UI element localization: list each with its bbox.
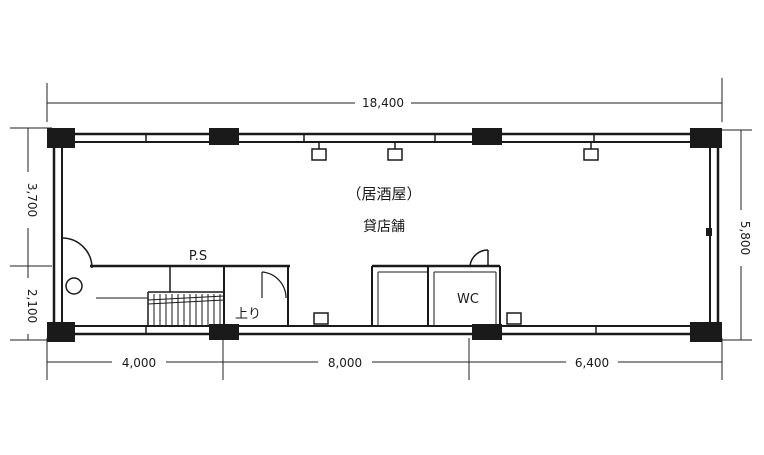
dim-bottom-mid: 8,000 bbox=[328, 356, 362, 370]
stair-block bbox=[90, 264, 290, 326]
exterior-walls bbox=[52, 132, 720, 336]
dim-bottom-right: 6,400 bbox=[575, 356, 609, 370]
wall-stub bbox=[706, 228, 712, 236]
dim-left-upper: 3,700 bbox=[25, 183, 39, 217]
entrance-door bbox=[61, 237, 93, 269]
dim-bottom-left: 4,000 bbox=[122, 356, 156, 370]
ps-label: P.S bbox=[189, 249, 207, 264]
dim-left-lower: 2,100 bbox=[25, 289, 39, 323]
stair-treads bbox=[153, 294, 221, 326]
wc-label: WC bbox=[457, 292, 479, 307]
main-room-label: （居酒屋） bbox=[346, 185, 421, 203]
dim-top-total: 18,400 bbox=[362, 96, 404, 110]
columns bbox=[47, 128, 722, 342]
wc-door bbox=[469, 249, 489, 267]
ceiling-fixtures bbox=[311, 148, 599, 325]
column-circle bbox=[65, 277, 83, 295]
fixture-stems bbox=[318, 142, 592, 149]
main-room-sub: 貸店舗 bbox=[363, 219, 405, 235]
stair-label: 上り bbox=[235, 307, 261, 322]
dim-right-total: 5,800 bbox=[738, 221, 752, 255]
wall-ticks bbox=[145, 134, 597, 334]
stair-door bbox=[261, 271, 287, 299]
wc-block bbox=[371, 264, 501, 326]
